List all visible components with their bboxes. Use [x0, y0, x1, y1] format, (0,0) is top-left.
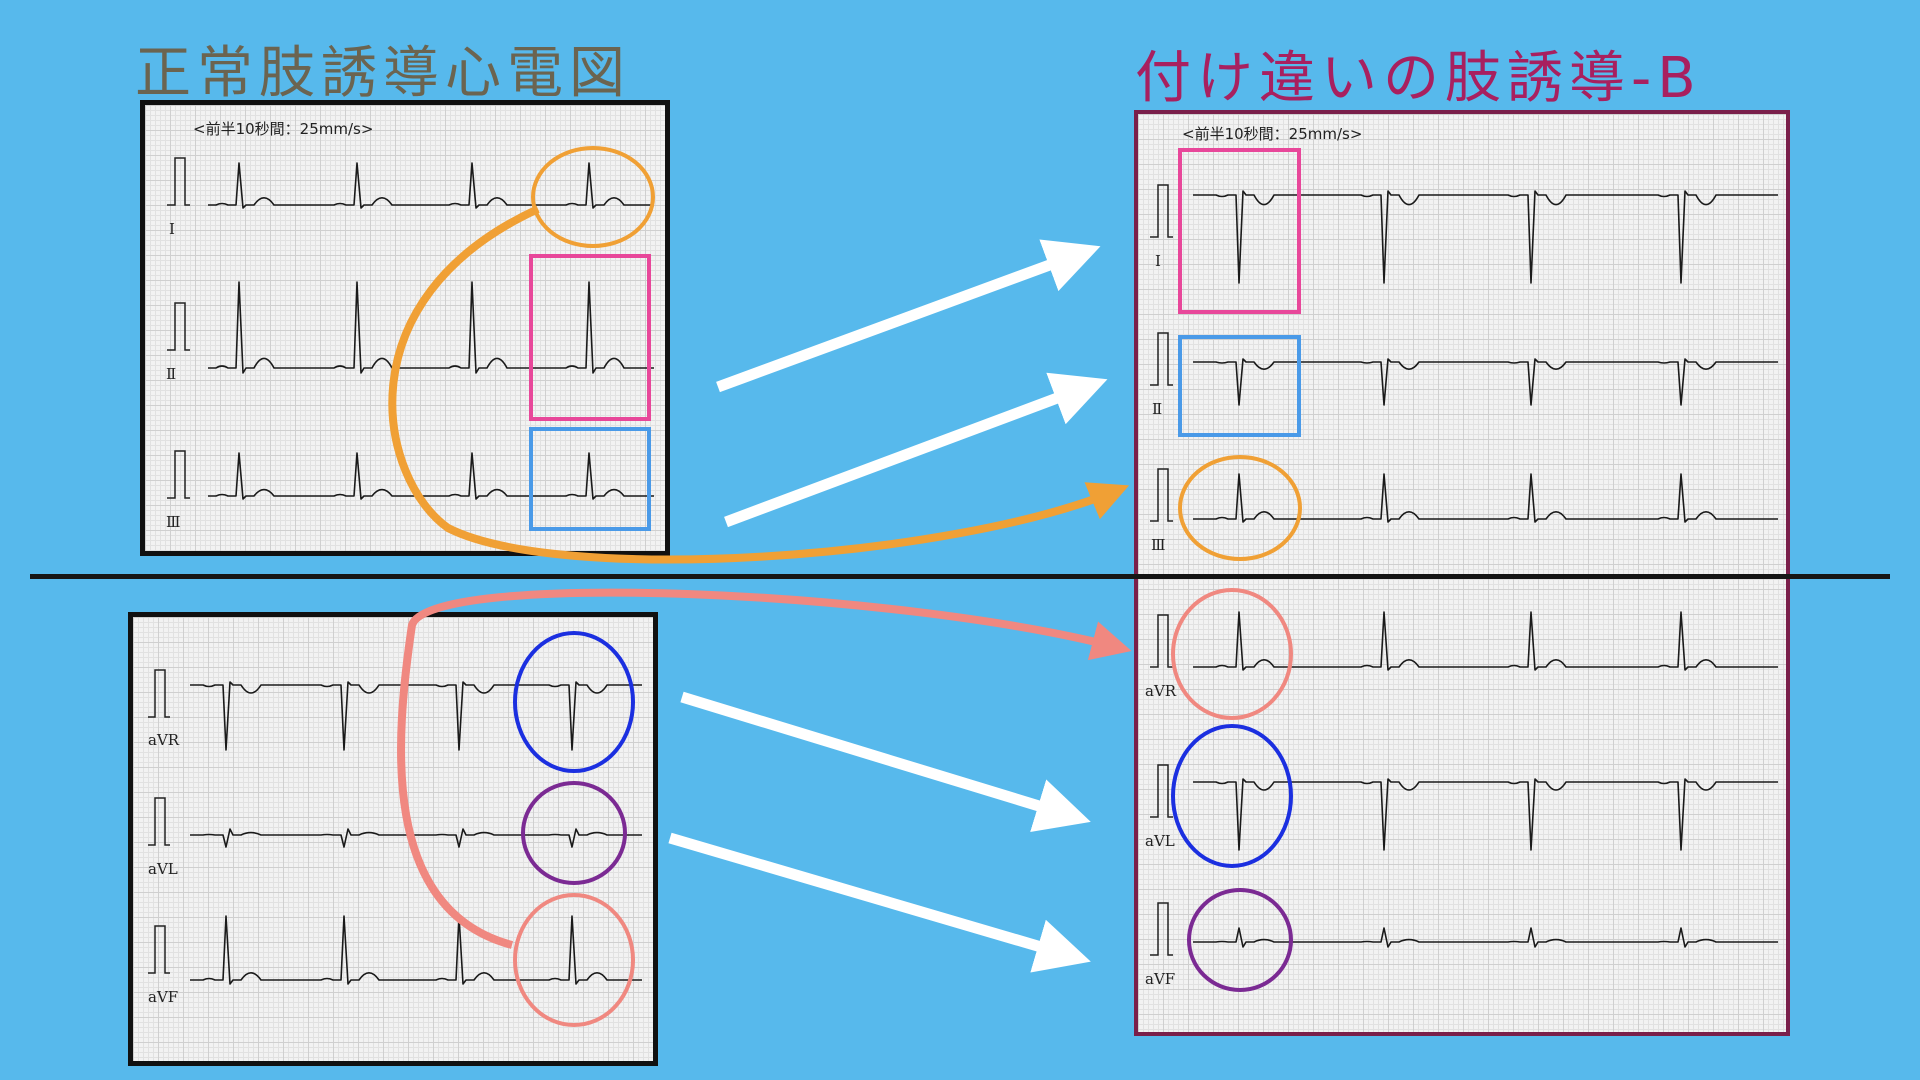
highlight-blue-box-III: [529, 427, 651, 531]
ecg-trace-III: [208, 452, 654, 500]
calibration-pulse-III-swapped: [1150, 468, 1173, 522]
calibration-pulse-aVL-swapped: [1150, 764, 1173, 818]
arrow-II-to-I: [716, 239, 1101, 393]
highlight-pink-box-I-swapped: [1178, 148, 1301, 314]
calibration-pulse-aVR-swapped: [1150, 614, 1173, 668]
calibration-pulse-I: [167, 157, 190, 206]
calibration-pulse-aVL: [148, 797, 170, 846]
ecg-trace-aVL-swapped: [1193, 778, 1778, 851]
ecg-trace-aVF-swapped: [1193, 927, 1778, 948]
calibration-pulse-aVF: [148, 925, 170, 974]
highlight-purple-circle-aVF-swapped: [1187, 888, 1293, 992]
lead-label-III: Ⅲ: [166, 513, 181, 531]
ecg-panel-normal-I-II-III: [140, 100, 670, 556]
lead-label-aVL: aVL: [148, 860, 178, 878]
speed-label-normal: <前半10秒間：25mm/s>: [193, 120, 374, 138]
section-divider-line: [30, 574, 1890, 579]
calibration-pulse-aVR: [148, 669, 170, 718]
calibration-pulse-II-swapped: [1150, 332, 1173, 386]
ecg-panel-swapped: [1134, 110, 1790, 1036]
arrow-aVL-to-aVF: [668, 832, 1091, 973]
highlight-purple-circle-aVL: [521, 781, 627, 885]
lead-label-II: Ⅱ: [166, 365, 177, 383]
highlight-darkblue-circle-aVR: [513, 631, 635, 773]
ecg-trace-I-swapped: [1193, 190, 1778, 284]
lead-label-aVR: aVR: [148, 731, 180, 749]
calibration-pulse-III: [167, 450, 190, 499]
lead-label-I-swapped: Ⅰ: [1155, 252, 1161, 270]
ecg-trace-aVF: [190, 915, 642, 985]
ecg-trace-II: [208, 281, 654, 374]
ecg-panel-normal-aVR-aVL-aVF: [128, 612, 658, 1066]
lead-label-I: Ⅰ: [169, 220, 175, 238]
highlight-salmon-circle-aVR-swapped: [1171, 588, 1293, 720]
curved-arrow-aVF-to-aVR: [397, 588, 1132, 949]
highlight-pink-box-II: [529, 254, 651, 421]
highlight-salmon-circle-aVF: [513, 893, 635, 1027]
highlight-orange-circle-III-swapped: [1178, 455, 1302, 561]
lead-label-II-swapped: Ⅱ: [1152, 400, 1163, 418]
ecg-trace-aVR-swapped: [1193, 611, 1778, 671]
highlight-blue-box-II-swapped: [1178, 335, 1301, 437]
curved-arrow-I-to-III: [388, 205, 1130, 564]
lead-label-aVR-swapped: aVR: [1145, 682, 1177, 700]
title-normal-limb-leads: 正常肢誘導心電図: [135, 41, 631, 106]
lead-label-aVF-swapped: aVF: [1145, 970, 1176, 988]
speed-label-swapped: <前半10秒間：25mm/s>: [1182, 125, 1363, 143]
ecg-trace-III-swapped: [1193, 473, 1778, 523]
calibration-pulse-I-swapped: [1150, 184, 1173, 238]
calibration-pulse-II: [167, 302, 190, 351]
calibration-pulse-aVF-swapped: [1150, 902, 1173, 956]
ecg-trace-aVR: [190, 681, 642, 751]
lead-label-aVL-swapped: aVL: [1145, 832, 1175, 850]
arrow-aVR-to-aVL: [680, 691, 1091, 833]
lead-label-aVF: aVF: [148, 988, 179, 1006]
title-swapped-limb-leads: 付け違いの肢誘導-B: [1135, 46, 1702, 111]
lead-label-III-swapped: Ⅲ: [1151, 536, 1166, 554]
highlight-darkblue-circle-aVL-swapped: [1171, 724, 1293, 868]
ecg-trace-II-swapped: [1193, 358, 1778, 406]
ecg-trace-I: [208, 162, 654, 209]
arrow-III-to-II: [724, 372, 1108, 528]
highlight-orange-circle-I: [531, 146, 655, 248]
